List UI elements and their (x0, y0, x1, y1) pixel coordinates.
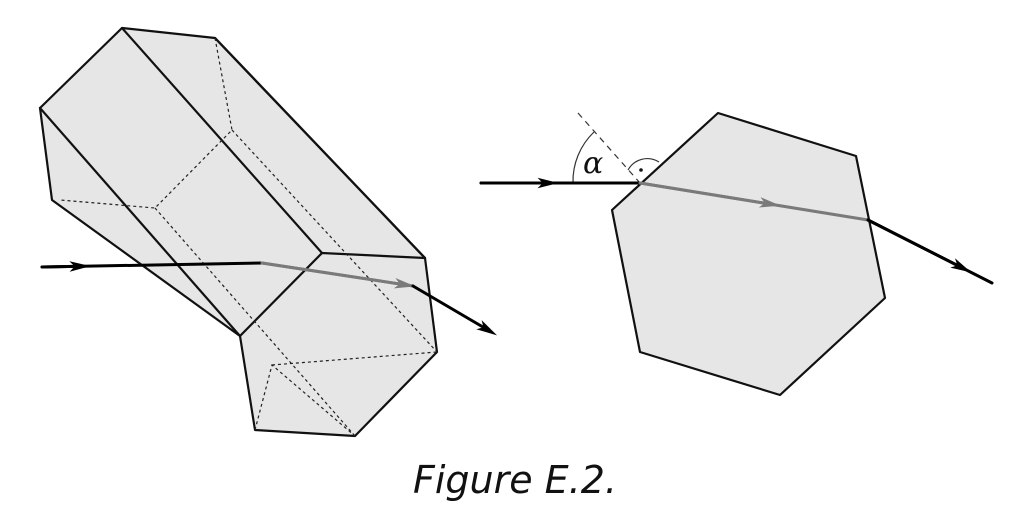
right-angle-arc (627, 158, 660, 171)
figure-caption: Figure E.2. (412, 458, 618, 502)
hexagon-face (610, 111, 887, 397)
prism-hidden-long-edge-2 (154, 207, 356, 437)
prism-front-face-edges (238, 251, 427, 338)
incoming-ray-left-arrow (40, 261, 91, 272)
ray-right (479, 177, 994, 285)
hexagon-cross-section (610, 111, 887, 397)
ray-left (40, 261, 498, 336)
refracted-ray-left-arrow (260, 261, 416, 289)
outgoing-ray-right-arrow (866, 218, 972, 273)
prism-silhouette (38, 26, 439, 438)
outgoing-ray-left (411, 284, 498, 336)
prism-edge-left (38, 106, 242, 338)
refracted-ray-right-arrow (638, 181, 781, 208)
angle-alpha-label: α (583, 146, 603, 181)
angle-annotation: α (572, 112, 660, 184)
right-angle-dot (639, 168, 643, 172)
hexagonal-prism-3d (38, 26, 439, 438)
angle-arc (572, 131, 595, 184)
prism-hidden-long-edge-1 (231, 129, 438, 353)
prism-edge-right (213, 36, 427, 260)
surface-normal (577, 112, 641, 184)
